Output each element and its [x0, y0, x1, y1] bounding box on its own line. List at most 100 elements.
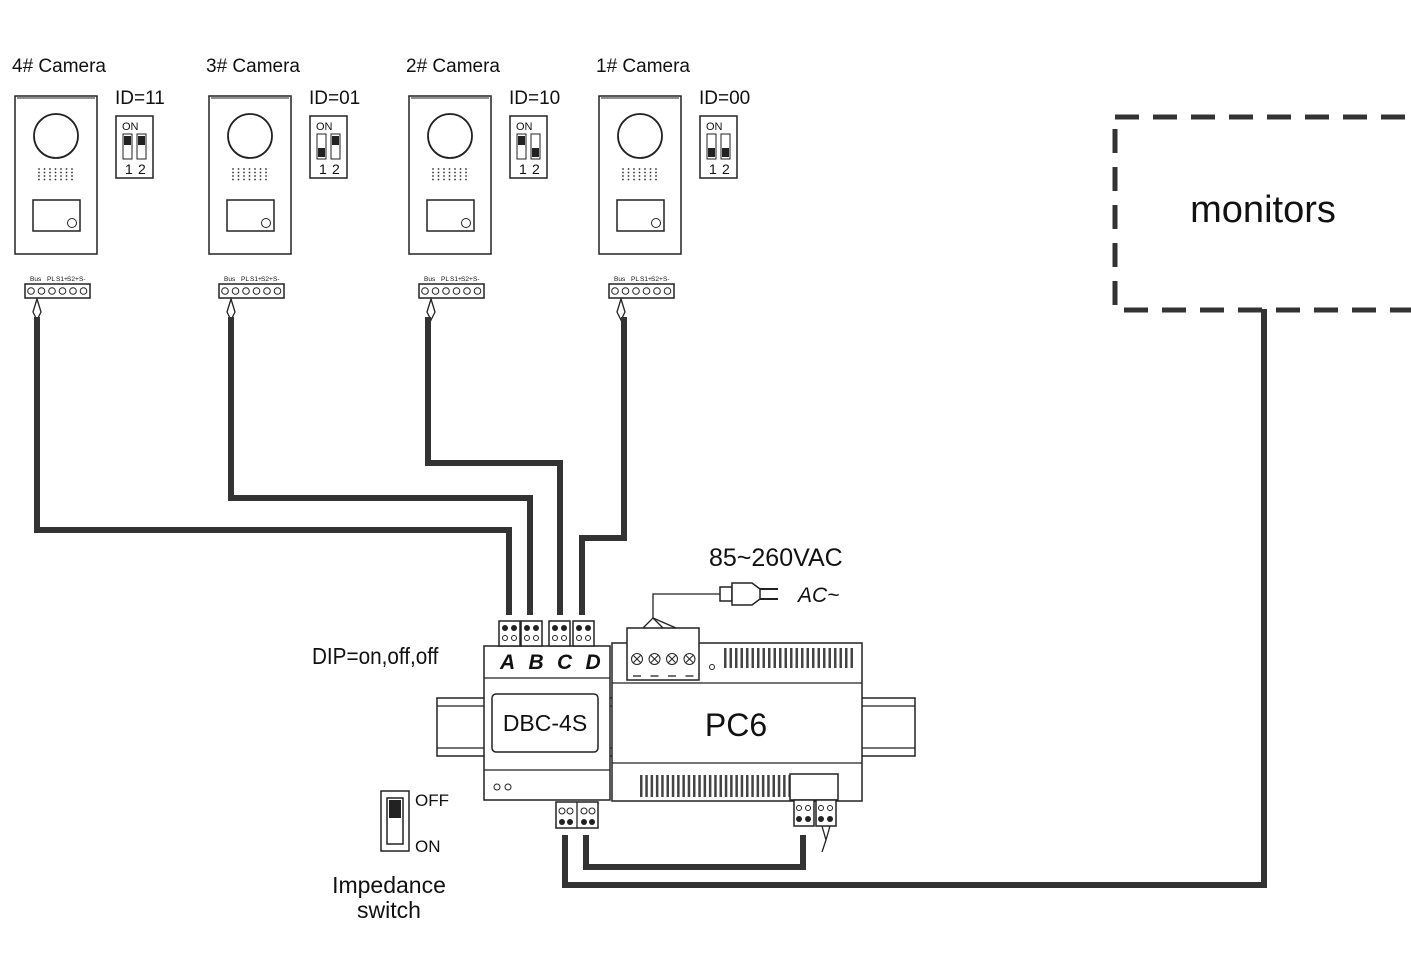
pc6-module: PC6	[611, 627, 863, 853]
pc6-output-terminal	[815, 799, 837, 827]
terminal-label: PL	[47, 276, 55, 283]
dbc-label: DBC-4S	[503, 710, 587, 736]
impedance-on-label: ON	[415, 837, 441, 856]
dip-switch	[309, 115, 348, 179]
screw-icon	[648, 653, 661, 665]
terminal-label: S1+	[450, 276, 462, 283]
impedance-off-label: OFF	[415, 791, 449, 810]
camera-title: 1# Camera	[596, 56, 690, 77]
dip-on-label: ON	[516, 121, 533, 133]
wires	[34, 309, 1267, 888]
dip-num-1: 1	[319, 161, 327, 177]
dip-toggle	[706, 133, 717, 160]
terminal-label: Bus	[30, 276, 42, 283]
dip-toggle	[720, 133, 731, 160]
dip-num-2: 2	[138, 161, 146, 177]
ac-label: AC~	[796, 584, 839, 607]
terminal-label: S1+	[640, 276, 652, 283]
terminal-label: S1+	[56, 276, 68, 283]
dbc-port-label: C	[557, 651, 573, 674]
terminal-label: Bus	[614, 276, 626, 283]
camera-lens-icon	[427, 113, 473, 159]
camera-lens-icon	[33, 113, 79, 159]
dbc-port: A	[498, 620, 521, 674]
terminal-label: S2+	[67, 276, 79, 283]
dip-num-1: 1	[125, 161, 133, 177]
camera-title: 3# Camera	[206, 56, 300, 77]
terminal-label: PL	[241, 276, 249, 283]
dbc-port-label: A	[499, 651, 515, 674]
bell-icon	[651, 218, 661, 228]
terminal-label: PL	[631, 276, 639, 283]
camera-title: 2# Camera	[406, 56, 500, 77]
terminal-label: S-	[663, 276, 670, 283]
screw-icon	[631, 653, 643, 665]
dip-toggle	[516, 133, 527, 160]
dip-num-2: 2	[532, 161, 540, 177]
dip-toggle	[530, 133, 541, 160]
bell-icon	[461, 218, 471, 228]
screw-icon	[666, 653, 678, 665]
power-spec-label: 85~260VAC	[709, 544, 843, 572]
pc6-output-terminal	[793, 799, 815, 827]
dip-toggle	[122, 133, 133, 160]
dip-switch	[115, 115, 154, 179]
camera-lens-icon	[617, 113, 663, 159]
dip-on-label: ON	[122, 121, 139, 133]
terminal-label: PL	[441, 276, 449, 283]
impedance-switch	[380, 790, 410, 852]
impedance-label-line2: switch	[357, 897, 421, 923]
dip-toggle	[330, 133, 341, 160]
terminal-label: S1+	[250, 276, 262, 283]
bell-icon	[67, 218, 77, 228]
terminal-label: Bus	[224, 276, 236, 283]
pc6-label: PC6	[705, 707, 767, 743]
wire-pc6-link	[583, 835, 806, 870]
call-button	[616, 199, 665, 232]
call-button	[32, 199, 81, 232]
dbc-port: C	[548, 620, 573, 674]
wire-camera-1	[579, 317, 627, 615]
impedance-label-line1: Impedance	[332, 872, 446, 898]
dip-toggle	[136, 133, 147, 160]
dip-num-1: 1	[709, 161, 717, 177]
dip-switch	[509, 115, 548, 179]
terminal-label: S2+	[461, 276, 473, 283]
terminal-label: Bus	[424, 276, 436, 283]
monitors-box: monitors	[1112, 114, 1411, 313]
camera-lens-icon	[227, 113, 273, 159]
dbc-port-label: B	[529, 651, 544, 674]
terminal-label: S2+	[261, 276, 273, 283]
dip-toggle	[316, 133, 327, 160]
camera-id-label: ID=00	[699, 88, 750, 109]
call-button	[226, 199, 275, 232]
terminal-label: S2+	[651, 276, 663, 283]
camera-id-label: ID=01	[309, 88, 360, 109]
dip-setting-label: DIP=on,off,off	[312, 643, 439, 669]
dip-switch	[699, 115, 738, 179]
wire-camera-4	[34, 317, 512, 615]
dip-on-label: ON	[316, 121, 333, 133]
camera-id-label: ID=10	[509, 88, 560, 109]
monitors-label: monitors	[1190, 189, 1336, 231]
dbc-output-terminals	[555, 801, 599, 829]
terminal-label: S-	[473, 276, 480, 283]
wire-camera-3	[228, 317, 533, 615]
terminal-label: S-	[79, 276, 86, 283]
bell-icon	[261, 218, 271, 228]
dip-on-label: ON	[706, 121, 723, 133]
ac-plug	[642, 582, 778, 629]
camera-title: 4# Camera	[12, 56, 106, 77]
dip-num-1: 1	[519, 161, 527, 177]
terminal-label: S-	[273, 276, 280, 283]
dbc-port-label: D	[586, 651, 601, 674]
call-button	[426, 199, 475, 232]
camera-id-label: ID=11	[115, 88, 165, 109]
dip-num-2: 2	[722, 161, 730, 177]
